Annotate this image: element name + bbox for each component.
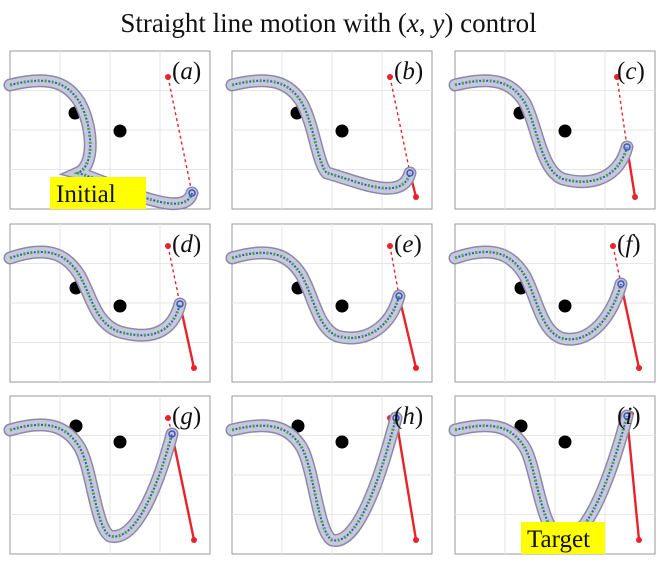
target-top-point — [165, 415, 171, 421]
rod-links-green — [454, 415, 629, 540]
obstacle-2 — [335, 435, 349, 449]
rod-tip — [395, 292, 403, 300]
target-top-point — [614, 74, 620, 80]
rod-links-blue — [231, 79, 411, 190]
obstacle-2 — [558, 299, 572, 313]
panel-e: (e) — [225, 223, 433, 383]
target-top-point — [387, 74, 393, 80]
target-top-point — [165, 74, 171, 80]
rod-links-blue — [9, 250, 181, 337]
target-solid-line — [397, 295, 418, 369]
target-bottom-point — [636, 365, 642, 371]
target-bottom-point — [413, 365, 419, 371]
target-solid-line — [625, 415, 641, 541]
target-top-point — [165, 243, 171, 249]
rod-tip — [392, 414, 400, 422]
obstacle-2 — [113, 124, 127, 138]
rod-tip — [176, 300, 184, 308]
rod-tip — [188, 189, 196, 197]
rod-tip — [623, 412, 631, 420]
obstacle-1 — [514, 419, 528, 433]
rod-links-green — [9, 423, 174, 538]
obstacle-2 — [558, 435, 572, 449]
panel-label: (c) — [617, 58, 645, 85]
panel-i: (i) Target — [448, 395, 656, 555]
target-solid-line — [170, 433, 196, 541]
rod-links-green — [231, 417, 398, 542]
badge-label: Target — [527, 526, 590, 553]
badge-bg — [50, 177, 146, 209]
panel-d: (d) — [3, 223, 211, 383]
panel-h: (h) — [225, 395, 433, 555]
obstacle-2 — [113, 435, 127, 449]
obstacle-2 — [335, 299, 349, 313]
target-bottom-point — [636, 537, 642, 543]
panel-f: (f) — [448, 223, 656, 383]
title-x: x — [406, 8, 419, 38]
panel-a: (a) Initial — [3, 50, 211, 211]
panel-label: (d) — [172, 231, 201, 258]
panel-label: (b) — [394, 58, 423, 85]
panel-label: (f) — [617, 231, 641, 258]
target-bottom-point — [632, 194, 638, 200]
rod-links-blue — [454, 250, 622, 341]
rod-tip — [168, 430, 176, 438]
rod-tip — [623, 143, 631, 151]
rod-links-green — [9, 250, 182, 337]
obstacle-2 — [558, 124, 572, 138]
target-dashed-line — [389, 245, 400, 297]
target-top-point — [387, 243, 393, 249]
obstacle-2 — [113, 299, 127, 313]
title-y: y — [432, 8, 445, 38]
panel-label: (g) — [172, 403, 201, 430]
panel-b: (b) — [225, 50, 433, 210]
rod-links-blue — [231, 251, 400, 339]
title-sep: , — [418, 8, 433, 38]
panel-label: (a) — [172, 58, 201, 85]
panel-label: (i) — [617, 403, 641, 430]
target-bottom-point — [413, 537, 419, 543]
target-solid-line — [619, 283, 641, 369]
rod-links-blue — [9, 423, 173, 538]
panel-c: (c) — [448, 50, 656, 210]
panel-g: (g) — [3, 395, 211, 555]
rod-links-blue — [9, 79, 193, 205]
target-dashed-line — [389, 76, 411, 174]
rod-links-blue — [454, 79, 628, 183]
rod-tip — [406, 169, 414, 177]
rod-tip — [617, 280, 625, 288]
obstacle-1 — [291, 419, 305, 433]
figure-title: Straight line motion with (x, y) control — [0, 8, 657, 39]
target-dashed-line — [167, 76, 193, 194]
title-prefix: Straight line motion with ( — [120, 8, 407, 38]
obstacle-1 — [69, 419, 83, 433]
title-suffix: ) control — [444, 8, 537, 38]
badge-bg — [521, 522, 605, 554]
target-bottom-point — [191, 537, 197, 543]
badge-label: Initial — [56, 181, 116, 208]
rod-links-green — [9, 79, 194, 206]
target-bottom-point — [191, 365, 197, 371]
panel-label: (e) — [394, 231, 422, 258]
target-dashed-line — [167, 245, 181, 305]
target-bottom-point — [413, 194, 419, 200]
target-top-point — [610, 243, 616, 249]
obstacle-2 — [335, 124, 349, 138]
target-solid-line — [394, 417, 418, 541]
panel-label: (h) — [394, 403, 423, 430]
